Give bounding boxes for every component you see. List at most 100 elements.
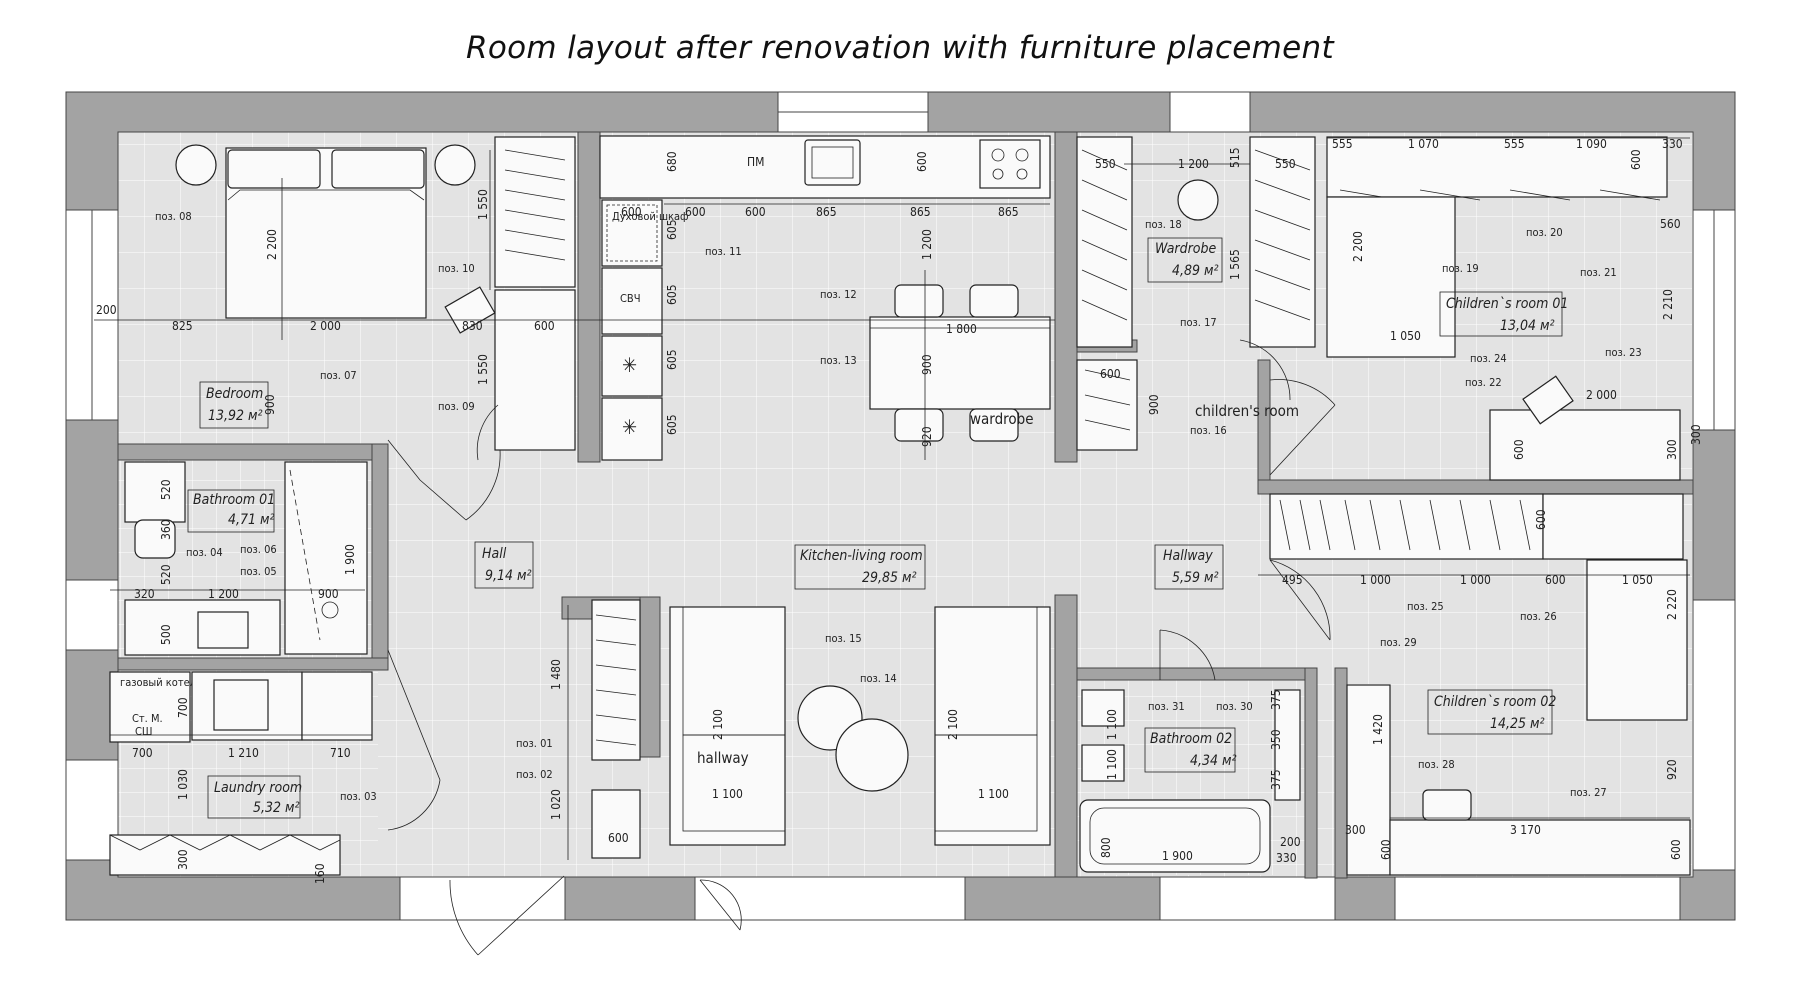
children01-furniture	[1326, 136, 1681, 481]
position-callout: поз. 18	[1145, 218, 1182, 231]
dryer-label: СШ	[135, 725, 153, 738]
dimension-label: 2 220	[1665, 589, 1679, 620]
room-label-bedroom: Bedroom 13,92 м²	[199, 381, 269, 429]
sofa-right	[934, 606, 1051, 846]
washbasin-01	[197, 611, 249, 649]
window-wardrobe	[1169, 91, 1251, 133]
dimension-label: 710	[330, 746, 351, 760]
kitchen-furniture: ПМ Духовой шкаф СВЧ ✳ ✳ wardrobe	[599, 135, 1051, 461]
room-label-bathroom02: Bathroom 02 4,34 м²	[1144, 727, 1237, 773]
wardrobe-bedroom-1	[494, 136, 576, 288]
laundry-shelving	[109, 834, 341, 876]
toilet-cabinet	[124, 461, 186, 523]
dimension-label: 600	[1100, 367, 1121, 381]
dimension-label: 700	[132, 746, 153, 760]
dimension-label: 600	[685, 205, 706, 219]
children01-bed	[1326, 196, 1456, 358]
dimension-label: 555	[1504, 137, 1525, 151]
plan-text: 4,89 м²	[1172, 263, 1219, 279]
dimension-label: 825	[172, 319, 193, 333]
dimension-label: 900	[263, 394, 277, 415]
dimension-label: 2 200	[1351, 231, 1365, 262]
plan-text: 14,25 м²	[1490, 716, 1545, 732]
position-callout: поз. 15	[825, 632, 862, 645]
washer-label: Ст. М.	[132, 712, 163, 725]
plan-text: 13,04 м²	[1500, 318, 1555, 334]
position-callout: поз. 24	[1470, 352, 1507, 365]
pillow-right	[331, 149, 425, 189]
dimension-label: 1 480	[549, 659, 563, 690]
nightstand-lamp-right	[434, 144, 476, 186]
oven-cabinet	[601, 199, 663, 267]
dimension-label: 920	[1665, 759, 1679, 780]
bedroom-door-swing	[476, 404, 499, 461]
wall-bedroom-bath	[117, 443, 389, 461]
dimension-label: 500	[159, 624, 173, 645]
plan-text: Children`s room 02	[1434, 694, 1556, 710]
room-label-kitchen-living: Kitchen-living room 29,85 м²	[794, 544, 926, 590]
dining-table	[869, 316, 1051, 410]
dimension-label: 600	[1545, 573, 1566, 587]
plan-text: 29,85 м²	[862, 570, 917, 586]
dimension-lines	[94, 137, 1690, 860]
dimension-label: 1 200	[920, 229, 934, 260]
wet-zone-furniture: газовый котел Ст. М. СШ	[109, 439, 501, 876]
bath02-door	[1159, 629, 1216, 681]
dimension-label: 1 070	[1408, 137, 1439, 151]
oven-label: Духовой шкаф	[612, 210, 689, 223]
toilet	[134, 519, 176, 559]
position-callout: поз. 10	[438, 262, 475, 275]
sink	[804, 139, 861, 186]
boiler-and-machines	[109, 671, 191, 743]
dimension-label: 865	[910, 205, 931, 219]
dimension-label: 2 200	[265, 229, 279, 260]
children01-desk	[1489, 409, 1681, 481]
position-callout: поз. 16	[1190, 424, 1227, 437]
plan-text: Bathroom 01	[193, 492, 275, 508]
dimension-label: 2 000	[1586, 388, 1617, 402]
plan-text: 13,92 м²	[208, 408, 263, 424]
dimension-label: 1 200	[1178, 157, 1209, 171]
hall-shoe-cabinet	[591, 789, 641, 859]
dimension-label: 1 100	[1105, 749, 1119, 780]
window-children02	[1692, 599, 1736, 871]
dimension-label: 360	[159, 519, 173, 540]
children02-shelf	[1542, 493, 1684, 560]
position-callout: поз. 03	[340, 790, 377, 803]
dimension-label: 1 090	[1576, 137, 1607, 151]
dimension-label: 3 170	[1510, 823, 1541, 837]
plan-title: Room layout after renovation with furnit…	[466, 30, 1334, 66]
window-laundry	[65, 759, 119, 861]
dimension-label: 1 030	[176, 769, 190, 800]
plan-text: 5,32 м²	[253, 800, 300, 816]
wardrobe-furniture: children's room	[1076, 136, 1336, 476]
dimension-label: 865	[998, 205, 1019, 219]
nightstand-lamp-left	[175, 144, 217, 186]
plan-text: Laundry room	[214, 780, 302, 796]
plan-text: Bedroom	[206, 386, 263, 402]
balcony-door-gap	[694, 876, 966, 921]
dimension-label: 1 050	[1622, 573, 1653, 587]
room-label-children02: Children`s room 02 14,25 м²	[1427, 689, 1556, 735]
boiler-label: газовый котел	[120, 676, 196, 689]
chair	[894, 284, 944, 318]
plan-text: 9,14 м²	[485, 568, 532, 584]
childrens-room-annotation: children's room	[1195, 402, 1299, 420]
bathtub	[1079, 799, 1271, 873]
dimension-label: 1 200	[208, 587, 239, 601]
dimension-label: 700	[176, 697, 190, 718]
dimension-label: 600	[1512, 439, 1526, 460]
position-callout: поз. 27	[1570, 786, 1607, 799]
dimension-label: 1 210	[228, 746, 259, 760]
wall-kitchen-wardrobe	[1054, 131, 1078, 463]
dimension-label: 1 000	[1360, 573, 1391, 587]
dimension-labels: 200 825 2 000 830 600 2 200 1 550 1 550 …	[96, 137, 1703, 884]
dimension-label: 550	[1275, 157, 1296, 171]
plan-text: 4,71 м²	[228, 512, 275, 528]
dimension-label: 320	[134, 587, 155, 601]
dimension-label: 550	[1095, 157, 1116, 171]
position-callout: поз. 05	[240, 565, 277, 578]
entrance-door-leaf	[477, 875, 565, 956]
bathroom02-furniture	[1079, 689, 1301, 873]
asterisk-icon: ✳	[622, 353, 637, 377]
